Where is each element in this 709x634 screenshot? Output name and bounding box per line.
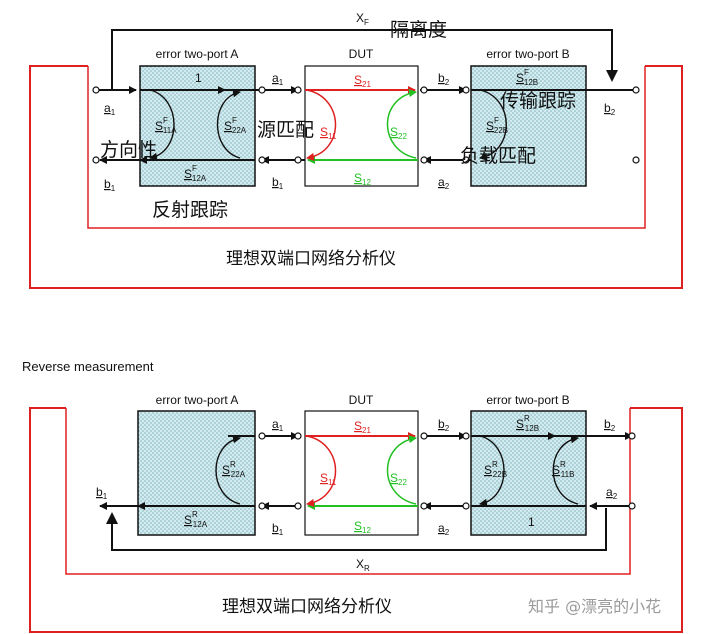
forward-a1p-label: a1 [104,101,116,117]
forward-isolation-path [111,29,618,90]
reverse-s12-label: S12 [354,519,371,535]
forward-a1-label: a1 [272,71,284,87]
reverse-vna-frame [29,407,683,633]
forward-b1-label: b1 [272,175,284,191]
forward-b2-label: b2 [438,71,450,87]
forward-xf-label: XF [356,11,369,27]
reverse-diagram: Reverse measurement error two-port A DUT… [22,359,683,633]
forward-s11a-curve [149,89,175,161]
forward-box-dut [304,65,419,187]
reverse-xr-label: XR [356,557,370,573]
reverse-s22a-curve [215,435,241,505]
reverse-s11b-curve [552,435,579,505]
reverse-s21-label: S21 [354,419,371,435]
watermark: 知乎 @漂亮的小花 [528,597,661,616]
reverse-box-b [470,410,587,536]
forward-s21-label: S21 [354,73,371,89]
reverse-a2p-label: a2 [606,485,618,501]
reverse-box-a-label: error two-port A [156,393,239,407]
reverse-box-dut [304,410,419,536]
reverse-b2p-label: b2 [604,417,616,433]
forward-isolation-label: 隔离度 [390,19,447,41]
forward-transmission-tracking-label: 传输跟踪 [500,90,576,112]
forward-vna-frame [29,65,683,289]
reverse-s22-curve [386,435,417,505]
forward-box-a-label: error two-port A [156,47,239,61]
forward-s11-label: S11 [320,125,337,141]
reverse-isolation-path [106,508,607,551]
forward-s22-curve [386,89,417,159]
reverse-b1p-label: b1 [96,485,108,501]
forward-box-b [470,65,587,187]
forward-s22-label: S22 [390,125,407,141]
reverse-box-a [137,410,256,536]
forward-s22b-curve [479,89,507,161]
forward-b1p-label: b1 [104,177,116,193]
reverse-box-b-label: error two-port B [486,393,569,407]
forward-s12-label: S12 [354,171,371,187]
forward-vna-label: 理想双端口网络分析仪 [226,249,396,269]
reverse-a2-label: a2 [438,521,450,537]
reverse-s11-curve [306,435,337,507]
forward-diagram: error two-port A DUT error two-port B XF… [29,11,683,289]
forward-b2p-label: b2 [604,101,616,117]
forward-port-circles [92,86,640,164]
reverse-vna-label: 理想双端口网络分析仪 [222,597,392,617]
forward-s11-curve [306,89,337,161]
reverse-b1-label: b1 [272,521,284,537]
reverse-heading: Reverse measurement [22,359,154,374]
reverse-a1-label: a1 [272,417,284,433]
forward-box-a [139,65,256,187]
reverse-vna-inner [65,408,631,575]
reverse-s22-label: S22 [390,471,407,487]
forward-source-match-label: 源匹配 [257,119,314,141]
forward-one-label: 1 [195,71,202,85]
reverse-box-dut-label: DUT [349,393,374,407]
forward-vna-inner [87,66,646,229]
forward-load-match-label: 负载匹配 [460,145,536,167]
reverse-port-circles [258,432,636,510]
reverse-s11-label: S11 [320,471,337,487]
reverse-one-label: 1 [528,515,535,529]
forward-directivity-label: 方向性 [100,139,157,161]
reverse-b2-label: b2 [438,417,450,433]
forward-box-dut-label: DUT [349,47,374,61]
reverse-s22b-curve [479,435,505,507]
forward-a2-label: a2 [438,175,450,191]
forward-s22a-curve [216,89,241,159]
forward-reflection-tracking-label: 反射跟踪 [152,199,228,221]
forward-box-b-label: error two-port B [486,47,569,61]
